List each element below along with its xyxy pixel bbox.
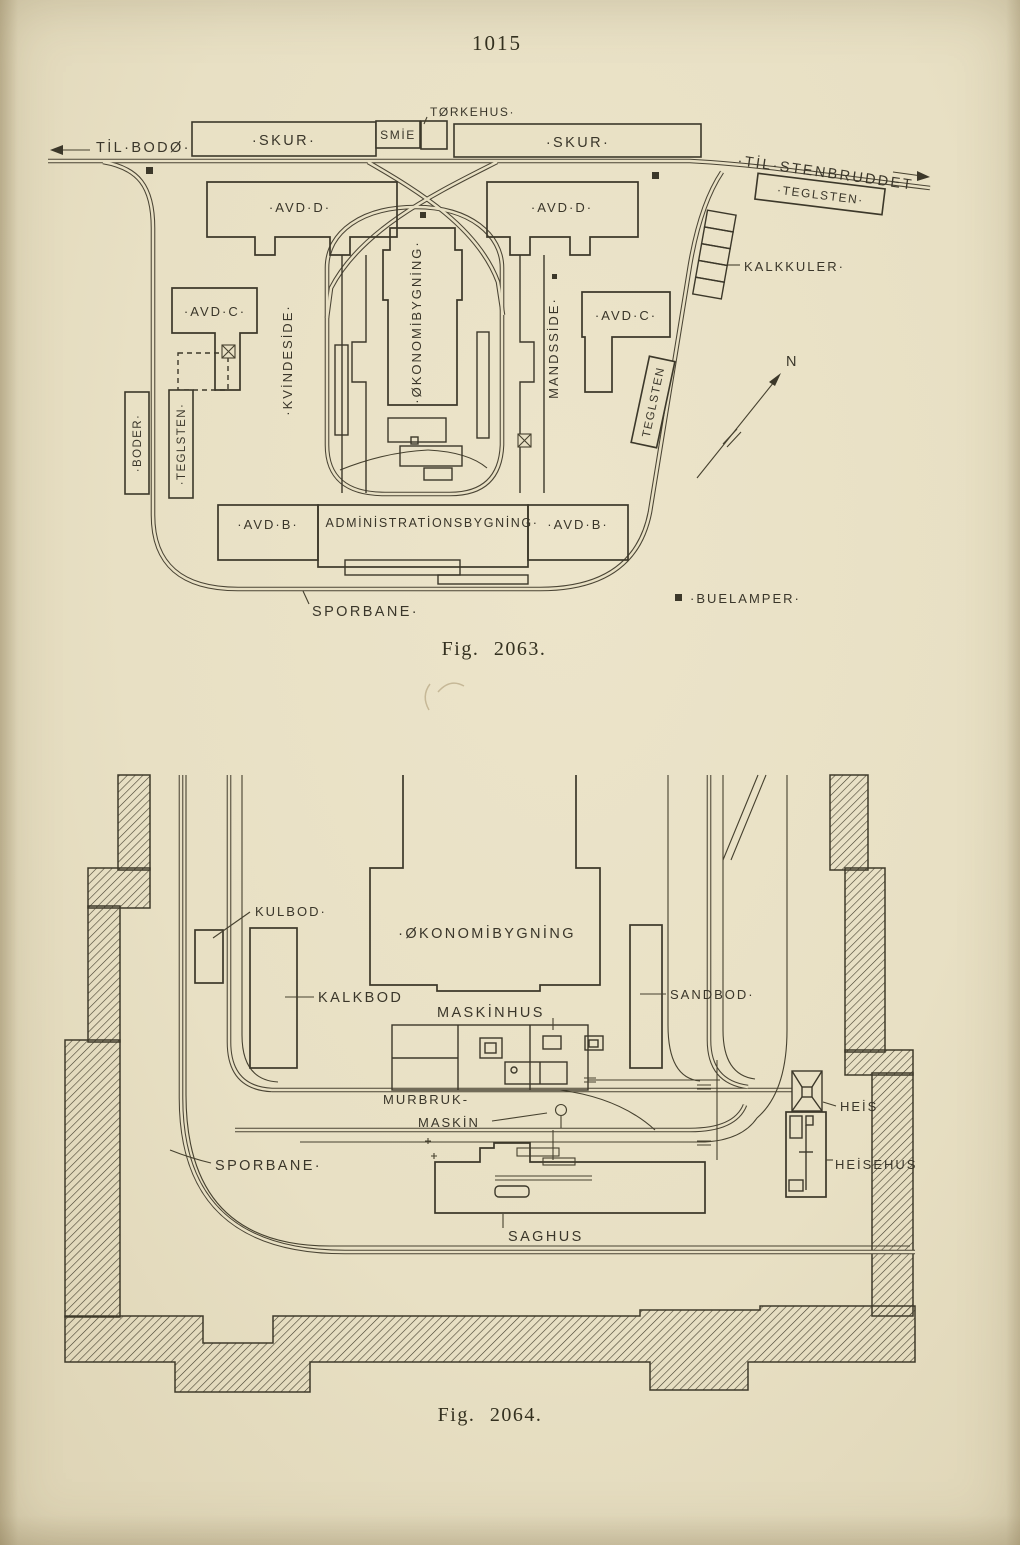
sporbane-leader: [302, 590, 310, 605]
fig-2063-buildings: [171, 181, 671, 585]
label-heis: HEİS: [840, 1099, 878, 1114]
arrow-til-bodo: [50, 145, 90, 155]
label-smie: SMİE: [380, 128, 416, 142]
boder-box: [124, 391, 150, 495]
label-avd-d-right: ·AVD·D·: [531, 200, 593, 215]
label-avd-c-right: ·AVD·C·: [595, 308, 657, 323]
label-boder: ·BODER·: [132, 414, 144, 472]
label-til-bodo: TİL·BODØ·: [96, 138, 191, 156]
heis-symbol: [791, 1070, 823, 1112]
label-skur-right: ·SKUR·: [546, 135, 610, 151]
fig-2064-diagram: KULBOD· ·ØKONOMİBYGNİNG KALKBOD MASKİNHU…: [64, 774, 917, 1426]
label-administrationsbygning: ADMİNİSTRATİONSBYGNİNG·: [326, 516, 539, 530]
crossed-switch-boxes: [221, 344, 532, 448]
label-saghus: SAGHUS: [508, 1229, 584, 1245]
heisehus-building: [785, 1111, 827, 1198]
label-buelamper: ·BUELAMPER·: [690, 591, 801, 606]
fig-2064-leaders: [169, 911, 837, 1228]
label-kvindeside: ·KVİNDESİDE·: [280, 304, 295, 415]
fig-2064-walls: [64, 774, 916, 1393]
kalkbod-building: [249, 927, 298, 1069]
label-murbruk: MURBRUK-: [383, 1092, 469, 1107]
label-torkehus: TØRKEHUS·: [430, 105, 515, 119]
label-kalkkuler: KALKKULER·: [744, 259, 845, 274]
fig-2063-caption: Fig. 2063.: [442, 638, 547, 660]
teglsten-top-box: [754, 172, 886, 216]
teglsten-left-box: [168, 389, 194, 499]
fig-2064-buildings: [194, 775, 827, 1214]
scan-smudge: [424, 682, 465, 711]
label-sandbod: SANDBOD·: [670, 987, 755, 1002]
skur-left-box: [191, 121, 377, 157]
fig-2064-machinery: [425, 1077, 711, 1181]
label-okonomibygning: ·ØKONOMİBYGNİNG·: [409, 240, 424, 403]
fig-2064-caption: Fig. 2064.: [438, 1404, 543, 1426]
fig-2063-tracks: [48, 161, 930, 589]
label-mandsside: MANDSSİDE·: [546, 297, 561, 399]
label-avd-b-left: ·AVD·B·: [237, 517, 298, 532]
label-kalkbod: KALKBOD: [318, 990, 403, 1006]
label-okonomibygning-2064: ·ØKONOMİBYGNİNG: [398, 924, 576, 942]
compass-north: [696, 373, 781, 479]
label-avd-d-left: ·AVD·D·: [269, 200, 331, 215]
teglsten-right-box: [630, 355, 676, 449]
arrow-til-stenbruddet: [892, 171, 930, 181]
label-heisehus: HEİSEHUS: [835, 1157, 917, 1172]
label-maskinhus: MASKİNHUS: [437, 1003, 545, 1021]
page-number: 1015: [472, 31, 522, 55]
kulbod-building: [194, 929, 224, 984]
smie-box: [375, 120, 421, 149]
label-avd-b-right: ·AVD·B·: [547, 517, 608, 532]
fig-2063-shed-boxes: [191, 116, 886, 216]
buelamper-legend-square: [675, 594, 682, 601]
buelamper-marks: [146, 167, 659, 279]
sandbod-building: [629, 924, 663, 1069]
label-teglsten-left: ·TEGLSTEN·: [176, 403, 188, 485]
torkehus-box: [420, 120, 448, 150]
skur-right-box: [453, 123, 702, 158]
label-sporbane-2063: SPORBANE·: [312, 604, 419, 620]
label-skur-left: ·SKUR·: [252, 133, 316, 149]
fig-2064-tracks: [181, 775, 915, 1252]
label-sporbane-2064: SPORBANE·: [215, 1158, 322, 1174]
label-compass-n: N: [786, 354, 799, 370]
label-avd-c-left: ·AVD·C·: [184, 304, 246, 319]
kalkkuler-stack: [691, 209, 740, 300]
label-maskin: MASKİN: [418, 1115, 480, 1130]
label-kulbod: KULBOD·: [255, 904, 327, 919]
fig-2063-diagram: TİL·BODØ· ·SKUR· SMİE TØRKEHUS· ·SKUR· ·…: [48, 105, 930, 660]
